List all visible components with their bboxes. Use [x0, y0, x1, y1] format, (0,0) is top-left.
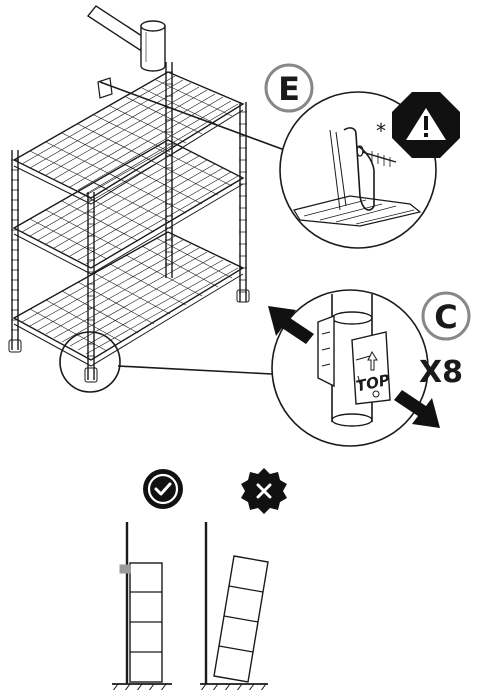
foot-highlight-circle: [59, 331, 121, 393]
warning-icon: [392, 92, 460, 158]
callout-e-badge: E: [264, 63, 314, 113]
check-icon: [143, 469, 183, 509]
shelf-middle: [12, 139, 245, 275]
x-badge-icon: [241, 468, 287, 514]
screw-note-mark: *: [376, 119, 386, 143]
incorrect-placement: [200, 522, 269, 690]
callout-e-leader: [99, 81, 291, 153]
callout-e-letter: E: [278, 70, 300, 108]
shelf-posts: [11, 62, 247, 380]
post-ribs: [11, 71, 247, 369]
shelf-top: [12, 71, 245, 205]
callout-c-letter: C: [434, 298, 457, 336]
mallet-icon: [86, 5, 166, 72]
post-feet: [8, 289, 250, 383]
correct-placement: [112, 522, 172, 690]
push-arrow-right-icon: [394, 390, 440, 428]
callout-c-detail: TOP: [271, 289, 429, 447]
wire-shelf-unit: [8, 62, 250, 383]
callout-c-badge: C: [421, 291, 471, 341]
clip-quantity: X8: [419, 355, 463, 390]
push-arrow-left-icon: [268, 306, 314, 344]
callout-c-leader: [117, 365, 273, 375]
